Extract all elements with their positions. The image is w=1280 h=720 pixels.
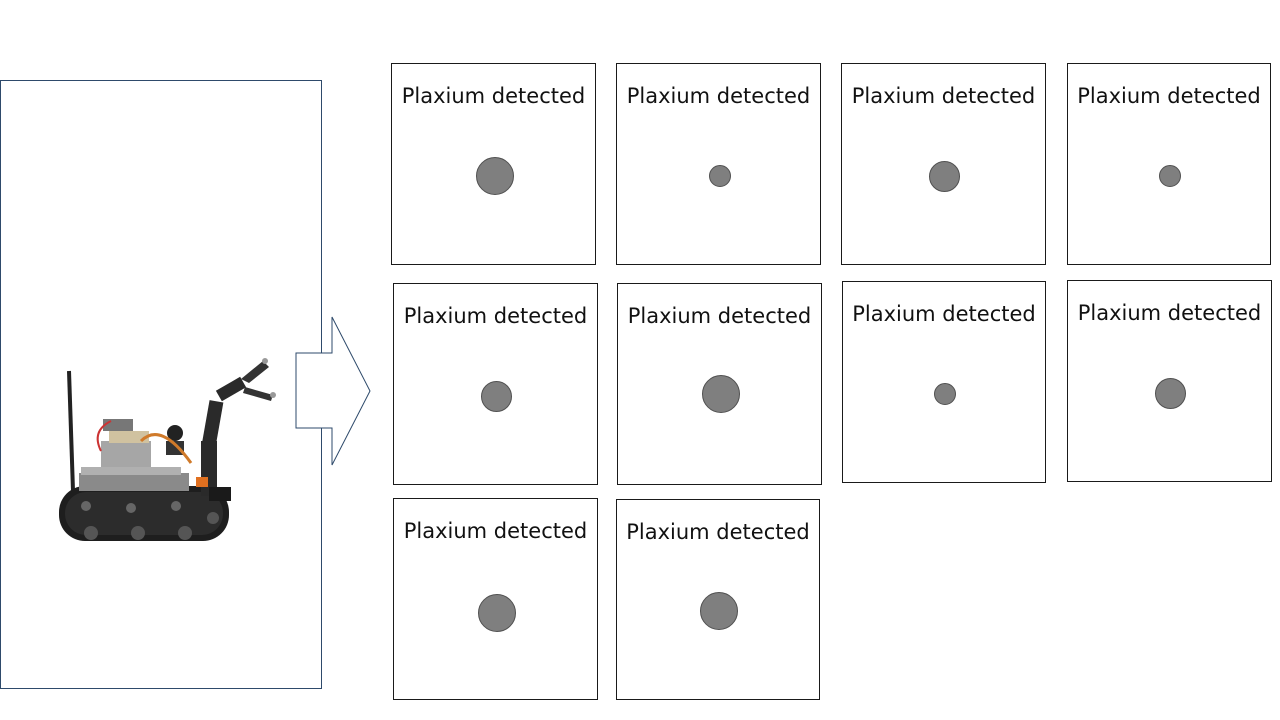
detection-label: Plaxium detected bbox=[401, 84, 586, 108]
detection-label: Plaxium detected bbox=[851, 84, 1036, 108]
detection-label: Plaxium detected bbox=[1077, 84, 1261, 108]
plaxium-dot-icon bbox=[700, 592, 738, 630]
detection-card: Plaxium detected bbox=[842, 281, 1046, 483]
detection-card: Plaxium detected bbox=[616, 63, 821, 265]
plaxium-dot-icon bbox=[1155, 377, 1186, 409]
tracked-robot-icon bbox=[59, 358, 276, 541]
detection-card: Plaxium detected bbox=[391, 63, 596, 265]
right-block-arrow-icon bbox=[295, 316, 371, 466]
detection-label: Plaxium detected bbox=[403, 519, 588, 543]
robot-panel bbox=[0, 80, 322, 689]
detection-label: Plaxium detected bbox=[852, 302, 1036, 326]
detection-label: Plaxium detected bbox=[626, 520, 810, 544]
plaxium-dot-icon bbox=[929, 160, 960, 192]
detection-card: Plaxium detected bbox=[393, 283, 598, 485]
detection-card: Plaxium detected bbox=[1067, 280, 1272, 482]
plaxium-dot-icon bbox=[475, 157, 514, 195]
plaxium-dot-icon bbox=[481, 380, 512, 412]
detection-card: Plaxium detected bbox=[616, 499, 820, 700]
plaxium-dot-icon bbox=[701, 375, 740, 413]
detection-card: Plaxium detected bbox=[617, 283, 822, 485]
detection-card: Plaxium detected bbox=[393, 498, 598, 700]
detection-label: Plaxium detected bbox=[403, 304, 588, 328]
plaxium-dot-icon bbox=[477, 594, 516, 632]
plaxium-dot-icon bbox=[934, 383, 956, 405]
detection-card: Plaxium detected bbox=[1067, 63, 1271, 265]
plaxium-dot-icon bbox=[708, 165, 731, 187]
plaxium-dot-icon bbox=[1159, 165, 1181, 187]
detection-label: Plaxium detected bbox=[627, 304, 812, 328]
detection-label: Plaxium detected bbox=[626, 84, 811, 108]
detection-card: Plaxium detected bbox=[841, 63, 1046, 265]
detection-label: Plaxium detected bbox=[1077, 301, 1262, 325]
